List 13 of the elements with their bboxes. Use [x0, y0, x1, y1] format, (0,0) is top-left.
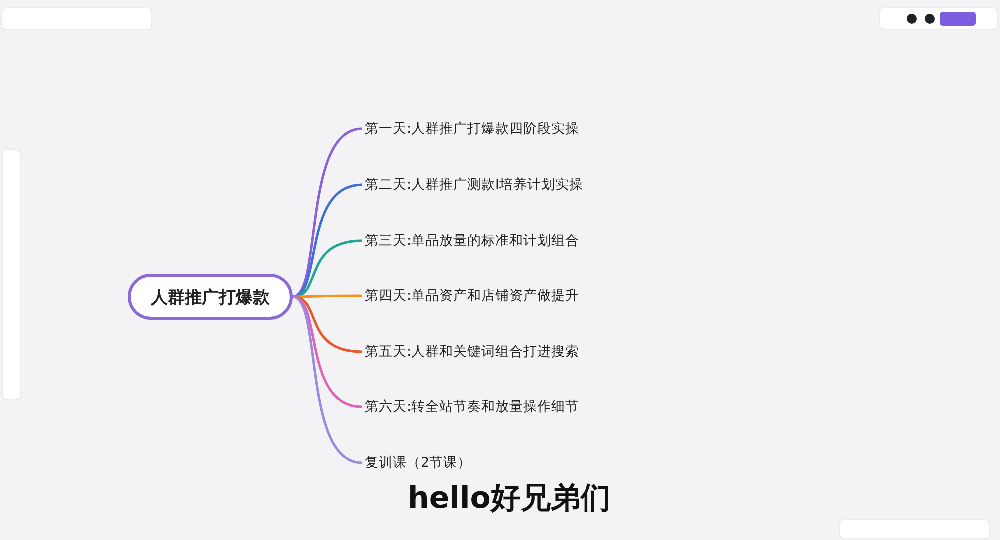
branch-line	[292, 128, 362, 298]
branch-topic: 复训课（2节课）	[365, 452, 472, 474]
branch-topic: 第一天:人群推广打爆款四阶段实操	[365, 118, 580, 140]
branch-line	[292, 296, 362, 408]
branch-topic: 第六天:转全站节奏和放量操作细节	[365, 396, 580, 418]
branch-topic: 第二天:人群推广测款I培养计划实操	[365, 174, 584, 196]
subtitle-text: hello好兄弟们	[408, 480, 611, 518]
branch-topic: 第五天:人群和关键词组合打进搜索	[365, 341, 580, 363]
branch-line	[293, 294, 362, 298]
branch-topic: 第四天:单品资产和店铺资产做提升	[365, 285, 580, 307]
root-node: 人群推广打爆款	[128, 274, 293, 320]
branch-topic: 第三天:单品放量的标准和计划组合	[365, 230, 580, 252]
branch-line	[292, 296, 362, 464]
